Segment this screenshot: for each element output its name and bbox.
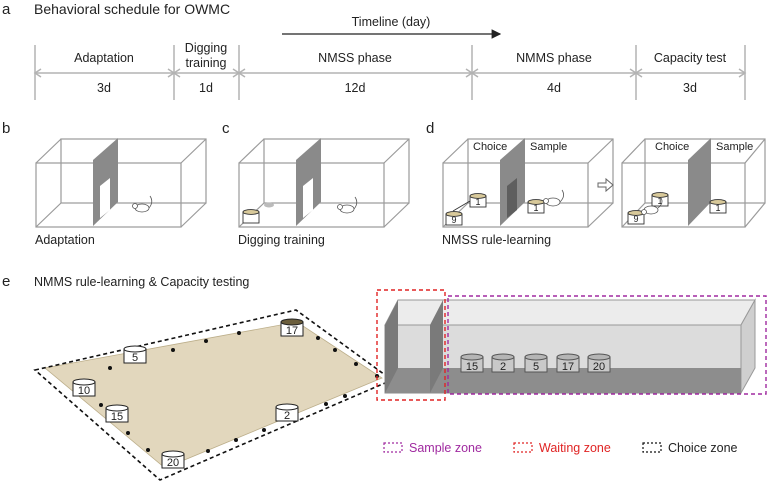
legend-swatch-waiting [513,442,533,453]
svg-text:20: 20 [167,457,179,469]
phase-adaptation-duration: 3d [97,81,111,95]
svg-text:2: 2 [500,361,506,373]
phase-adaptation-name: Adaptation [74,51,134,65]
cup-d1-choice-far: 1 [469,193,487,208]
arena-perimeter-dots [99,331,379,453]
divider-door-c [303,178,313,218]
cup-d2-choice-near: 9 [627,210,645,225]
timeline-label: Timeline (day) [352,15,431,29]
phase-capacity-duration: 3d [683,81,697,95]
arena-cup-15: 15 [105,404,129,423]
panel-label-a: a [2,1,11,18]
corridor-floor [385,368,741,393]
corridor-door-right [430,300,443,393]
corridor-cup-5: 5 [524,353,548,373]
mouse-icon [132,195,153,213]
divider-door-b [100,178,110,218]
cup-d2-choice-far: 1 [651,192,669,207]
schedule-title: Behavioral schedule for OWMC [34,1,230,17]
svg-text:1: 1 [657,196,662,206]
phase-digging-name: Digging [185,41,227,55]
caption-d: NMSS rule-learning [442,233,551,247]
cup-d1-sample: 1 [527,199,545,214]
cup-d2-sample: 1 [709,199,727,214]
sample-label-2: Sample [716,141,753,153]
arena-floor [44,321,383,469]
phase-digging-duration: 1d [199,81,213,95]
phase-nmss-name: NMSS phase [318,51,392,65]
corridor-cup-17: 17 [556,353,580,373]
panel-label-e: e [2,273,10,290]
mouse-icon [641,197,663,215]
corridor-cup-15: 15 [460,353,484,373]
svg-text:2: 2 [284,410,290,422]
svg-text:17: 17 [286,325,298,337]
corridor-cup-20: 20 [587,353,611,373]
svg-text:1: 1 [475,197,480,207]
svg-text:20: 20 [593,361,605,373]
hollow-right-arrow-icon [597,177,614,193]
phase-digging-name-line2: training [186,56,227,70]
panel-label-d: d [426,120,434,137]
arena-title: NMMS rule-learning & Capacity testing [34,275,249,289]
caption-c: Digging training [238,233,325,247]
mouse-icon [543,189,564,207]
legend: Sample zone Waiting zone Choice zone [383,441,738,455]
legend-swatch-sample [383,442,403,453]
svg-text:15: 15 [111,411,123,423]
phase-capacity-name: Capacity test [654,51,727,65]
cage-b [35,138,207,228]
pointer-line [452,200,471,212]
arena-cup-5: 5 [123,345,147,364]
divider-door-d1 [507,178,517,218]
sample-label: Sample [530,141,567,153]
divider-d2 [688,138,711,226]
cup-d1-choice-near: 9 [445,211,463,226]
arena-cup-17: 17 [280,318,304,337]
svg-text:1: 1 [533,203,538,213]
legend-sample-zone: Sample zone [409,441,482,455]
cage-c [238,138,410,228]
corridor-door-left [385,300,398,393]
mouse-icon [337,196,358,214]
phase-nmms-name: NMMS phase [516,51,592,65]
panel-label-b: b [2,120,10,137]
legend-choice-zone: Choice zone [668,441,738,455]
svg-text:5: 5 [533,361,539,373]
legend-waiting-zone: Waiting zone [539,441,611,455]
panel-b: b Adaptation [2,120,207,247]
corridor-cup-2: 2 [491,353,515,373]
panel-c: c Digging training [222,120,410,247]
svg-text:17: 17 [562,361,574,373]
arena-cup-2: 2 [275,403,299,422]
cage-d1 [442,138,614,228]
choice-label-2: Choice [655,141,689,153]
panel-label-c: c [222,120,230,137]
arena-cup-20: 20 [161,450,185,469]
svg-text:10: 10 [78,385,90,397]
panel-a: a Behavioral schedule for OWMC Timeline … [2,1,747,100]
svg-text:9: 9 [451,215,456,225]
caption-b: Adaptation [35,233,95,247]
legend-swatch-choice [642,442,662,453]
arena-cup-10: 10 [72,378,96,397]
sample-zone-outline [447,295,767,395]
timeline-bar [33,45,747,100]
choice-label: Choice [473,141,507,153]
svg-text:15: 15 [466,361,478,373]
svg-text:9: 9 [633,214,638,224]
bedding-spot [264,202,274,208]
panel-e: e NMMS rule-learning & Capacity testing [2,273,767,481]
phase-nmss-duration: 12d [345,81,366,95]
panel-d: d Choice Sample 1 9 1 [426,120,766,247]
digging-cup [242,209,260,224]
phase-nmms-duration: 4d [547,81,561,95]
svg-text:1: 1 [715,203,720,213]
svg-text:5: 5 [132,352,138,364]
waiting-zone-outline [376,289,446,401]
